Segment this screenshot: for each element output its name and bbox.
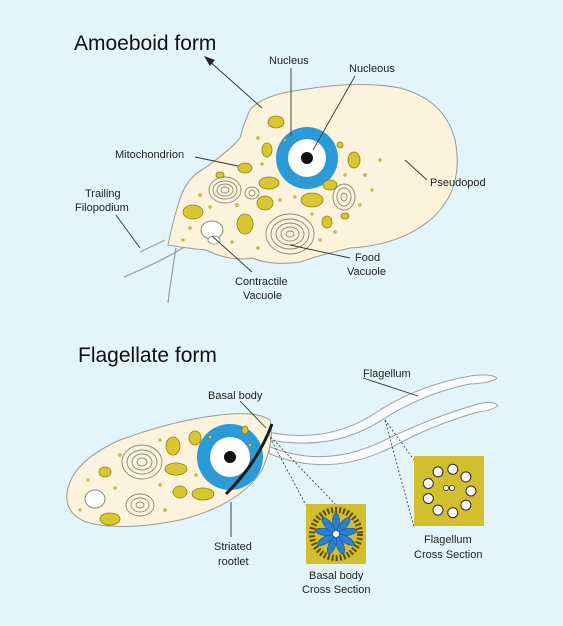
leader-contractile <box>211 235 253 273</box>
leader-food-vacuole <box>289 244 351 259</box>
leader-mitochondrion <box>194 156 239 167</box>
mitochondrion <box>191 487 215 501</box>
label-basal-body: Basal body <box>208 390 263 402</box>
label-rootlet-1: Striated <box>214 541 252 553</box>
contractile-vacuole-f <box>84 489 106 509</box>
microtubule-doublet <box>432 504 444 516</box>
label-nucleus: Nucleus <box>269 55 309 67</box>
projection-lines <box>267 419 415 528</box>
label-basal-cs-1: Basal body <box>309 570 364 582</box>
microtubule-doublet <box>447 507 459 519</box>
arrow-to-title <box>207 59 263 109</box>
label-nucleolus: Nucleous <box>349 63 395 75</box>
trailing-filopodium-2 <box>167 247 177 304</box>
mitochondrion <box>261 142 273 158</box>
granules <box>181 136 382 250</box>
food-vacuole-3 <box>332 183 356 211</box>
label-flag-cs-1: Flagellum <box>424 534 472 546</box>
label-food-2: Vacuole <box>347 266 386 278</box>
trailing-filopodium-3 <box>139 239 166 253</box>
label-contractile-2: Vacuole <box>243 290 282 302</box>
label-mitochondrion: Mitochondrion <box>115 149 184 161</box>
amoeboid-title: Amoeboid form <box>74 32 216 55</box>
mitochondrion <box>98 466 112 478</box>
label-trailing-1: Trailing <box>85 188 121 200</box>
flagella <box>267 374 499 466</box>
mitochondrion <box>256 195 274 211</box>
leader-pseudopod <box>404 159 428 181</box>
leader-basal-body <box>239 400 267 429</box>
striated-rootlet <box>224 423 274 496</box>
flagellate-title: Flagellate form <box>78 344 217 367</box>
basal-body-cross-section <box>306 504 366 564</box>
microtubule-doublet <box>460 499 472 511</box>
leader-nucleolus <box>312 75 356 151</box>
label-food-1: Food <box>355 252 380 264</box>
food-vacuole-f2 <box>125 493 155 517</box>
mitochondrion <box>237 162 253 174</box>
mitochondrion <box>322 179 338 191</box>
microtubule-doublet <box>432 466 444 478</box>
amoeboid-cell <box>123 83 458 304</box>
label-basal-cs-2: Cross Section <box>302 584 370 596</box>
microtubule-doublet <box>422 493 434 504</box>
mitochondrion <box>164 462 188 476</box>
microtubule-doublet <box>465 485 477 497</box>
leader-trailing <box>115 214 141 249</box>
food-vacuole-2 <box>265 213 315 255</box>
mitochondrion <box>236 213 254 235</box>
microtubule-doublet <box>422 478 434 489</box>
mitochondrion <box>267 115 285 129</box>
label-pseudopod: Pseudopod <box>430 177 486 189</box>
mitochondrion <box>258 176 280 190</box>
mitochondrion <box>347 151 361 169</box>
label-rootlet-2: rootlet <box>218 556 249 568</box>
food-vacuole-1 <box>208 176 242 204</box>
mitochondrion <box>300 192 324 208</box>
contractile-vacuole-small <box>207 235 221 245</box>
label-flag-cs-2: Cross Section <box>414 549 482 561</box>
mitochondrion <box>99 512 121 526</box>
food-vacuole-f1 <box>121 444 163 480</box>
mitochondrion <box>172 485 188 499</box>
label-flagellum: Flagellum <box>363 368 411 380</box>
granules-f <box>78 435 252 512</box>
flagellate-nucleolus <box>224 451 236 463</box>
flagellum-cross-section <box>414 456 484 526</box>
amoeboid-nucleolus <box>301 152 313 164</box>
label-trailing-2: Filopodium <box>75 202 129 214</box>
leader-flagellum <box>362 377 419 397</box>
flagellate-cell <box>66 413 274 527</box>
trailing-filopodium <box>123 244 189 278</box>
food-vacuole-4 <box>244 186 260 200</box>
microtubule-doublet <box>460 471 472 483</box>
mitochondrion <box>241 425 249 435</box>
mitochondrion <box>340 212 350 220</box>
mitochondrion <box>165 436 181 456</box>
mitochondrion <box>321 215 333 229</box>
mitochondrion <box>182 204 204 220</box>
label-contractile-1: Contractile <box>235 276 288 288</box>
microtubule-doublet <box>447 463 459 475</box>
arrowhead <box>204 56 215 66</box>
mitochondrion <box>336 141 344 149</box>
mitochondrion <box>188 430 202 446</box>
